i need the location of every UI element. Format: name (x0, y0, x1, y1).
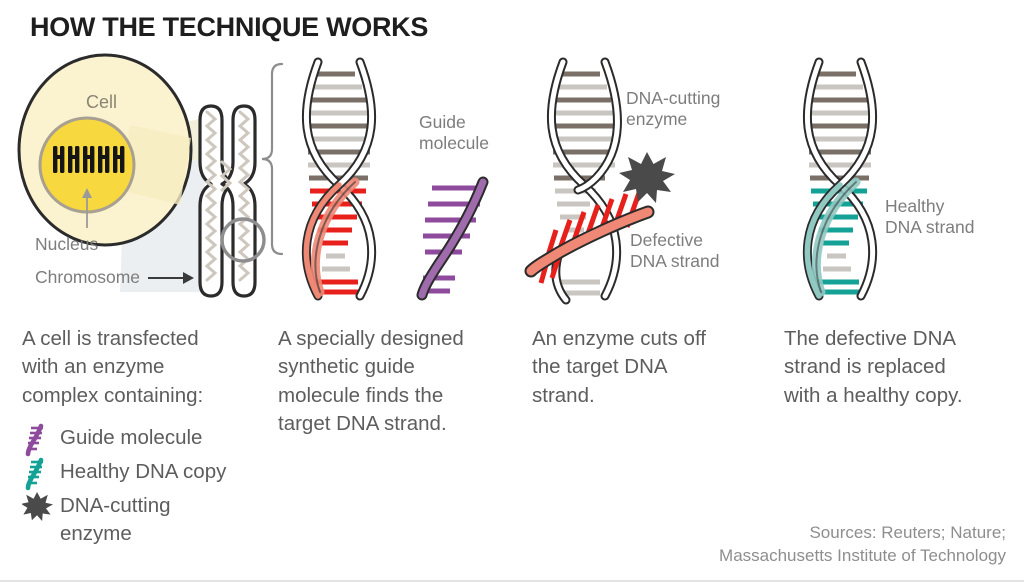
guide-molecule-figure (416, 176, 489, 301)
caption-panel-3: An enzyme cuts off the target DNA strand… (532, 327, 706, 407)
magnifier-beam (120, 118, 205, 292)
curly-brace (261, 62, 284, 256)
sources-note: Sources: Reuters; Nature; Massachusetts … (719, 523, 1006, 566)
page-title: HOW THE TECHNIQUE WORKS (30, 12, 429, 42)
healthy-dna-copy-strand-icon (25, 457, 44, 491)
legend-label: DNA-cutting enzyme (60, 494, 171, 545)
legend: Guide molecule Healthy DNA copy (22, 423, 282, 550)
dna-helix-panel2 (301, 57, 377, 301)
caption-panel-2: A specially designed synthetic guide mol… (278, 327, 464, 435)
label-healthy-dna-strand: Healthy DNA strand (885, 196, 975, 238)
label-nucleus: Nucleus (35, 234, 99, 254)
nucleus-chromosomes (53, 146, 125, 173)
dna-helix-panel4 (802, 57, 878, 301)
legend-item-guide-molecule: Guide molecule (22, 423, 282, 457)
nucleus-pointer-arrow (82, 188, 92, 228)
chromosome-pointer-arrow (148, 272, 194, 284)
label-defective-dna-strand: Defective DNA strand (630, 230, 720, 272)
dna-cutting-enzyme-starburst-icon (22, 492, 53, 521)
dna-cutting-enzyme-starburst-icon (619, 152, 675, 203)
legend-item-healthy-dna-copy: Healthy DNA copy (22, 457, 282, 491)
legend-item-dna-cutting-enzyme: DNA-cutting enzyme (22, 492, 282, 547)
legend-label: Guide molecule (60, 426, 203, 449)
guide-molecule-strand-icon (25, 423, 44, 457)
caption-panel-1: A cell is transfected with an enzyme com… (22, 327, 204, 407)
caption-panel-4: The defective DNA strand is replaced wit… (784, 327, 963, 407)
label-chromosome: Chromosome (35, 267, 141, 287)
legend-label: Healthy DNA copy (60, 460, 227, 483)
label-dna-cutting-enzyme: DNA-cutting enzyme (626, 88, 721, 130)
bottom-divider (0, 580, 1024, 582)
dna-helix-panel3 (546, 57, 622, 305)
label-cell: Cell (86, 92, 118, 112)
label-guide-molecule: Guide molecule (419, 112, 490, 154)
chromosome-figure (198, 104, 266, 298)
cell-diagram (17, 53, 193, 247)
